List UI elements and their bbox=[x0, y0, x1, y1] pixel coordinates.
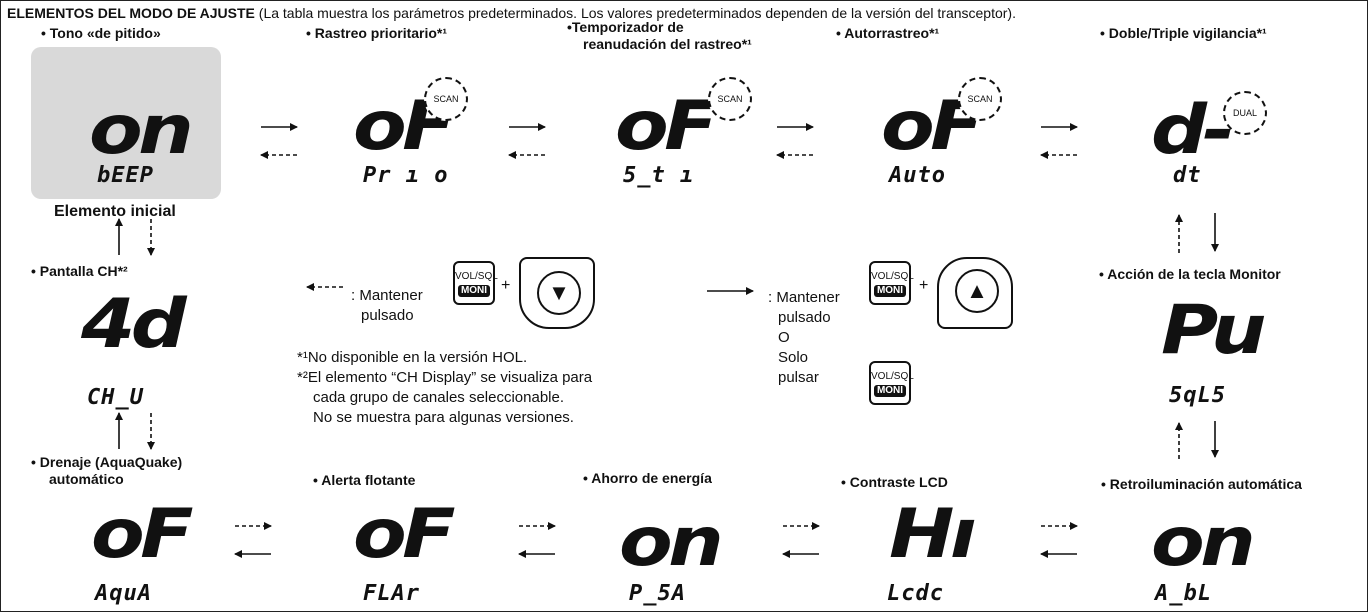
label-sti-line2: reanudación del rastreo*¹ bbox=[583, 36, 752, 52]
down-arrow-icon: ▼ bbox=[537, 271, 581, 315]
legend-fwd-line5: pulsar bbox=[778, 369, 819, 386]
scan-badge-prio: SCAN bbox=[424, 77, 468, 121]
legend-fwd-line4: Solo bbox=[778, 349, 809, 366]
footnote-1: *¹No disponible en la versión HOL. bbox=[297, 349, 528, 366]
vol-sql-moni-key-fwd: VOL/SQL MONI bbox=[869, 261, 914, 305]
initial-item-highlight bbox=[31, 47, 221, 199]
label-psa: • Ahorro de energía bbox=[583, 470, 712, 486]
legend-back-line2: pulsado bbox=[361, 307, 414, 324]
label-chu: • Pantalla CH*² bbox=[31, 263, 128, 279]
display-moni-big: Pu bbox=[1161, 291, 1267, 370]
display-dt-big: d- bbox=[1151, 91, 1235, 170]
display-abl-big: on bbox=[1151, 503, 1256, 582]
display-aqua-big: oF bbox=[91, 495, 194, 574]
up-key: ▲ bbox=[937, 257, 1013, 329]
legend-fwd-text: : Mantener pulsado O Solo pulsar bbox=[768, 288, 840, 388]
legend-fwd-or: O bbox=[778, 329, 790, 346]
display-psa-big: on bbox=[619, 503, 724, 582]
display-prio-small: Pr ı o bbox=[363, 163, 449, 188]
moni-label: MONI bbox=[457, 285, 491, 297]
label-lcdc: • Contraste LCD bbox=[841, 474, 948, 490]
label-aqua: • Drenaje (AquaQuake) automático bbox=[31, 454, 182, 488]
display-sti-big: oF bbox=[615, 87, 718, 166]
vol-sql-moni-key-press: VOL/SQL MONI bbox=[869, 361, 914, 405]
display-flar-small: FLAr bbox=[363, 581, 420, 606]
label-sti: •Temporizador de reanudación del rastreo… bbox=[567, 19, 752, 53]
label-flar: • Alerta flotante bbox=[313, 472, 416, 488]
label-sti-line1: •Temporizador de bbox=[567, 19, 684, 35]
plus-sign-back: + bbox=[501, 277, 511, 294]
display-beep-small: bEEP bbox=[97, 163, 154, 188]
display-chu-big: 4d bbox=[81, 285, 187, 364]
diagram-title: ELEMENTOS DEL MODO DE AJUSTE (La tabla m… bbox=[7, 5, 1016, 21]
vol-sql-label: VOL/SQL bbox=[871, 271, 914, 282]
display-psa-small: P_5A bbox=[629, 581, 686, 606]
vol-sql-label: VOL/SQL bbox=[455, 271, 498, 282]
display-sti-small: 5_t ı bbox=[623, 163, 695, 188]
vol-sql-moni-key-back: VOL/SQL MONI bbox=[453, 261, 498, 305]
footnote-2: *²El elemento “CH Display” se visualiza … bbox=[297, 369, 593, 386]
title-bold: ELEMENTOS DEL MODO DE AJUSTE bbox=[7, 5, 255, 21]
display-moni-small: 5qL5 bbox=[1169, 383, 1226, 408]
label-beep: • Tono «de pitido» bbox=[41, 25, 161, 41]
footnotes: *¹No disponible en la versión HOL. *²El … bbox=[297, 348, 592, 428]
footnote-3: cada grupo de canales seleccionable. bbox=[313, 389, 565, 406]
moni-label: MONI bbox=[873, 385, 907, 397]
plus-sign-fwd: + bbox=[919, 277, 929, 294]
legend-back-text: : Mantener pulsado bbox=[351, 286, 423, 326]
display-auto-small: Auto bbox=[889, 163, 946, 188]
up-arrow-icon: ▲ bbox=[955, 269, 999, 313]
down-key: ▼ bbox=[519, 257, 595, 329]
moni-label: MONI bbox=[873, 285, 907, 297]
legend-back-line1: : Mantener bbox=[351, 287, 423, 304]
vol-sql-label: VOL/SQL bbox=[871, 371, 914, 382]
display-lcdc-big: Hı bbox=[889, 495, 977, 574]
display-aqua-small: AquA bbox=[95, 581, 152, 606]
display-chu-small: CH_U bbox=[87, 385, 144, 410]
display-abl-small: A_bL bbox=[1155, 581, 1212, 606]
display-flar-big: oF bbox=[353, 495, 456, 574]
display-lcdc-small: Lcdc bbox=[887, 581, 944, 606]
display-beep-big: on bbox=[89, 91, 194, 170]
title-rest: (La tabla muestra los parámetros predete… bbox=[254, 5, 1016, 21]
label-aqua-line1: • Drenaje (AquaQuake) bbox=[31, 454, 183, 470]
dual-badge-dt: DUAL bbox=[1223, 91, 1267, 135]
legend-fwd-line1: : Mantener bbox=[768, 289, 840, 306]
scan-badge-auto: SCAN bbox=[958, 77, 1002, 121]
label-auto: • Autorrastreo*¹ bbox=[836, 25, 940, 41]
label-abl: • Retroiluminación automática bbox=[1101, 476, 1302, 492]
footnote-4: No se muestra para algunas versiones. bbox=[313, 409, 574, 426]
label-moni: • Acción de la tecla Monitor bbox=[1099, 266, 1281, 282]
legend-fwd-line2: pulsado bbox=[778, 309, 831, 326]
label-prio: • Rastreo prioritario*¹ bbox=[306, 25, 448, 41]
initial-item-label: Elemento inicial bbox=[54, 203, 176, 220]
label-dt: • Doble/Triple vigilancia*¹ bbox=[1100, 25, 1267, 41]
scan-badge-sti: SCAN bbox=[708, 77, 752, 121]
label-aqua-line2: automático bbox=[49, 471, 124, 487]
display-dt-small: dt bbox=[1173, 163, 1202, 188]
